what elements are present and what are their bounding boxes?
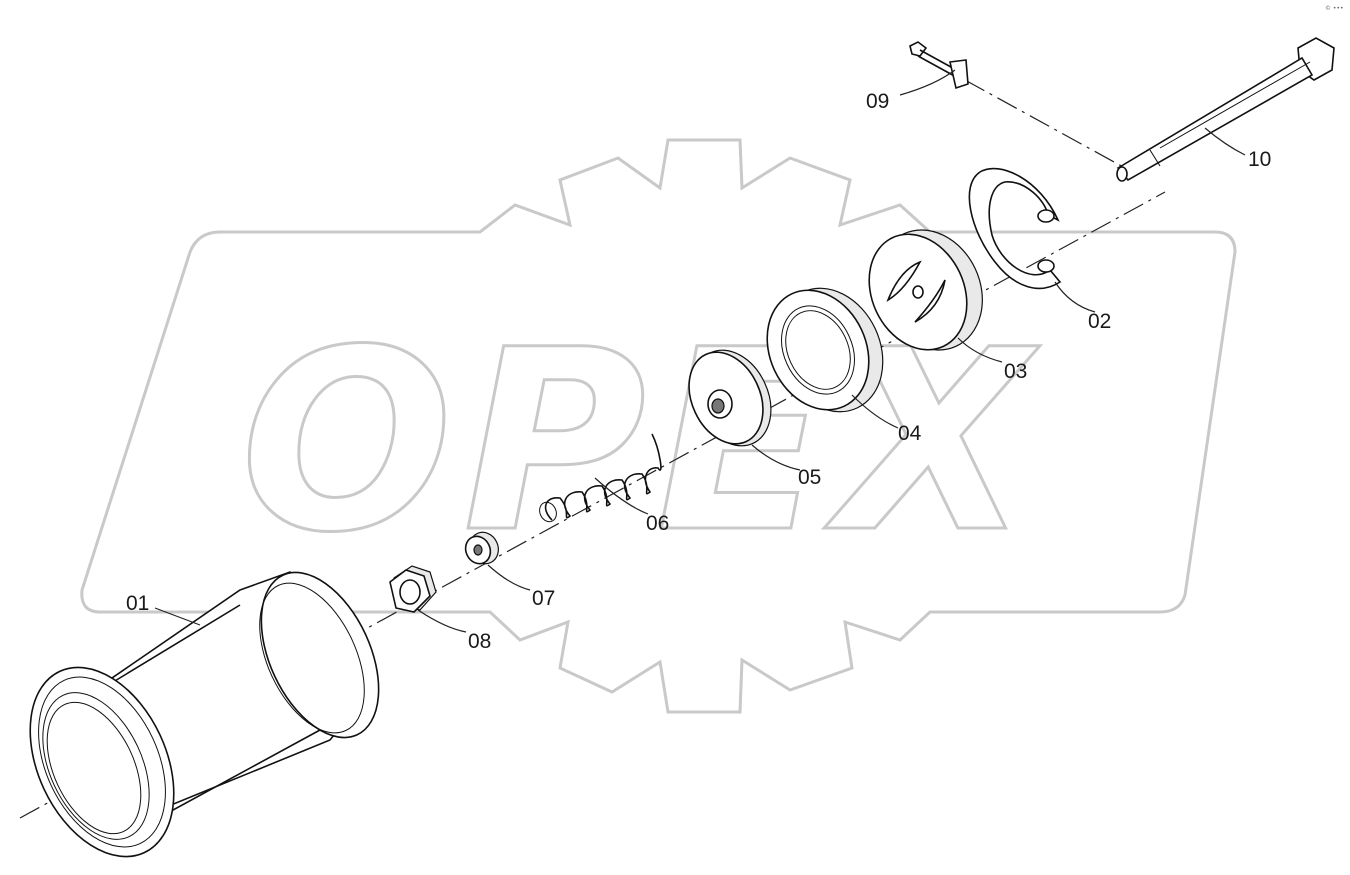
split-pin-part	[909, 41, 969, 90]
housing-tube-part	[29, 571, 380, 858]
spacer-part	[464, 531, 499, 565]
corner-mark: © •••	[1325, 5, 1344, 12]
watermark: OPEX	[80, 138, 1237, 714]
part-labels: 01 02 03 04 05 06 07 08 09 10	[126, 90, 1271, 653]
watermark-gear	[80, 138, 1237, 714]
label-04: 04	[898, 422, 922, 445]
seal-ring-part	[766, 287, 884, 413]
leader-lines	[154, 69, 1246, 633]
bolt-part	[1116, 37, 1335, 182]
label-09: 09	[866, 90, 889, 113]
washer-part	[688, 349, 772, 447]
label-10: 10	[1248, 148, 1271, 171]
spring-part	[539, 433, 662, 523]
watermark-text: OPEX	[240, 296, 1040, 587]
retaining-ring-part	[968, 167, 1062, 290]
valve-disc-part	[868, 229, 983, 351]
pin-axis	[964, 79, 1126, 169]
label-01: 01	[126, 592, 149, 615]
label-07: 07	[532, 587, 555, 610]
hex-nut-part	[389, 565, 437, 613]
label-02: 02	[1088, 310, 1111, 333]
label-08: 08	[468, 630, 491, 653]
label-03: 03	[1004, 360, 1027, 383]
label-05: 05	[798, 466, 821, 489]
label-06: 06	[646, 512, 669, 535]
